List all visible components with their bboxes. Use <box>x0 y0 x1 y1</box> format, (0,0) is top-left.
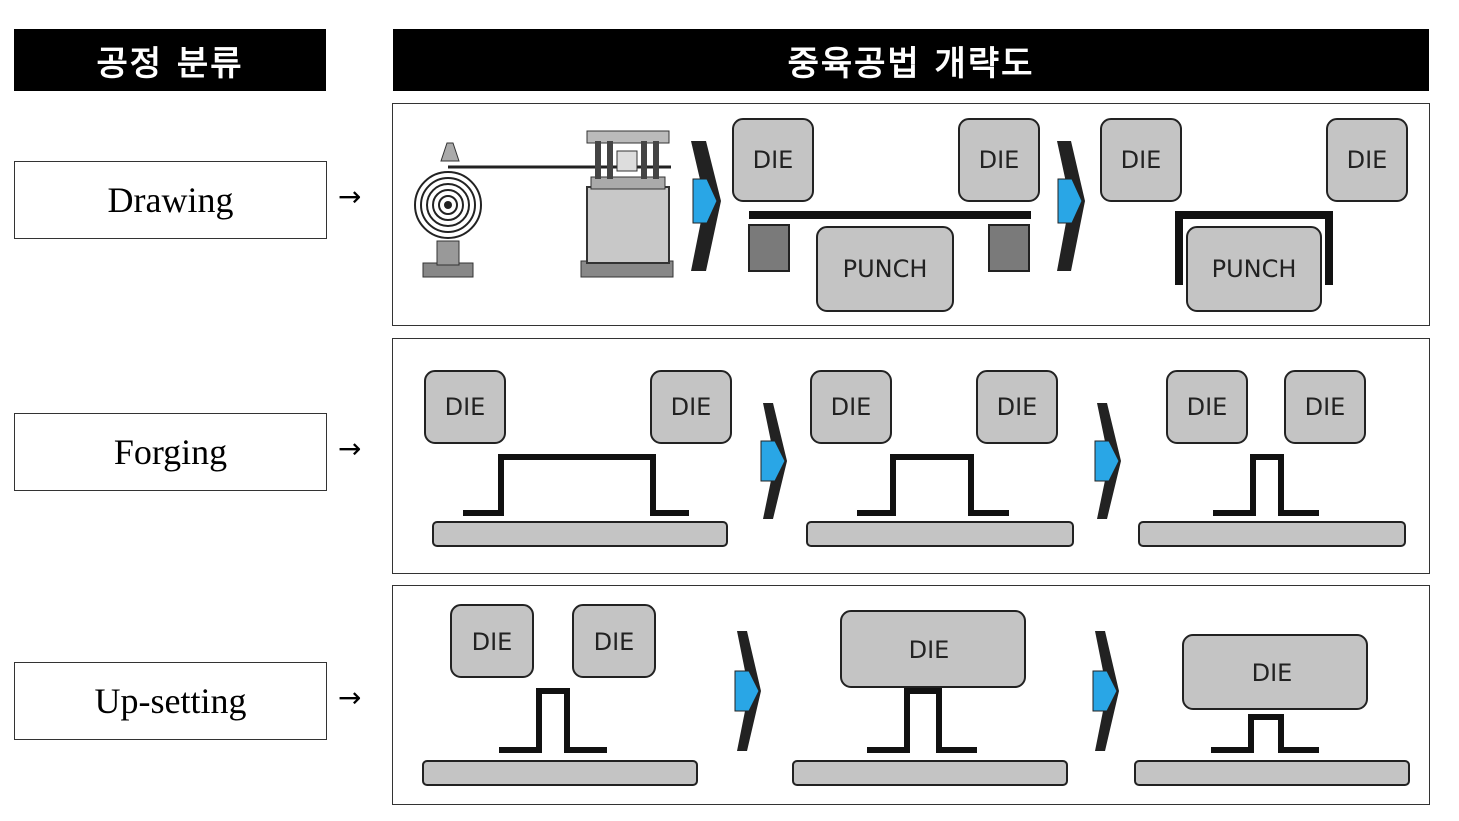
punch-block <box>1186 226 1322 312</box>
process-arrow-icon <box>691 141 721 271</box>
die-label: DIE <box>909 636 950 664</box>
base-anvil <box>432 521 728 547</box>
drawing-stage-1: DIE DIE PUNCH <box>732 118 1040 312</box>
die-label: DIE <box>1187 393 1228 421</box>
panel-forging: DIE DIE DIE DIE DIE DIE <box>392 338 1430 574</box>
die-block <box>1326 118 1408 202</box>
header-schematic: 중육공법 개략도 <box>393 29 1429 91</box>
row-label-forging: Forging <box>14 413 327 491</box>
die-block <box>1100 118 1182 202</box>
support-block <box>988 224 1030 272</box>
wire-spool-icon <box>414 142 482 278</box>
die-block <box>1284 370 1366 444</box>
row-label-drawing: Drawing <box>14 161 327 239</box>
die-block <box>650 370 732 444</box>
drawing-stage-2: DIE DIE PUNCH <box>1100 118 1408 312</box>
die-label: DIE <box>979 146 1020 174</box>
punch-label: PUNCH <box>843 255 928 283</box>
workpiece-cup <box>1175 211 1333 285</box>
base-anvil <box>422 760 698 786</box>
panel-upsetting: DIE DIE DIE DIE <box>392 585 1430 805</box>
die-label: DIE <box>472 628 513 656</box>
upsetting-stage-1: DIE DIE <box>422 604 698 786</box>
punch-block <box>816 226 954 312</box>
die-block <box>1182 634 1368 710</box>
process-arrow-icon <box>734 631 761 751</box>
die-block <box>976 370 1058 444</box>
panel-drawing: DIE DIE PUNCH DIE DIE PUNCH <box>392 103 1430 326</box>
die-block <box>732 118 814 202</box>
forging-stage-2: DIE DIE <box>806 370 1074 547</box>
workpiece-profile <box>499 688 607 753</box>
process-arrow-icon <box>760 403 787 519</box>
upsetting-stage-3: DIE <box>1134 634 1410 786</box>
workpiece-profile <box>857 454 1009 516</box>
die-block <box>450 604 534 678</box>
base-anvil <box>792 760 1068 786</box>
die-block <box>424 370 506 444</box>
die-label: DIE <box>753 146 794 174</box>
row-arrow-upsetting: → <box>338 681 362 714</box>
upsetting-stage-2: DIE <box>792 610 1068 786</box>
workpiece-profile <box>1213 454 1319 516</box>
die-label: DIE <box>671 393 712 421</box>
workpiece-profile <box>463 454 689 516</box>
support-block <box>748 224 790 272</box>
drawing-machine-icon <box>580 130 674 278</box>
workpiece-profile <box>867 688 977 753</box>
die-block <box>840 610 1026 688</box>
die-label: DIE <box>1121 146 1162 174</box>
process-arrow-icon <box>1094 403 1121 519</box>
base-anvil <box>806 521 1074 547</box>
workpiece-profile <box>1211 714 1319 753</box>
die-label: DIE <box>831 393 872 421</box>
die-label: DIE <box>445 393 486 421</box>
row-arrow-forging: → <box>338 432 362 465</box>
die-block <box>958 118 1040 202</box>
punch-label: PUNCH <box>1212 255 1297 283</box>
workpiece-sheet <box>749 211 1031 219</box>
row-label-upsetting: Up-setting <box>14 662 327 740</box>
die-label: DIE <box>1252 659 1293 687</box>
die-block <box>810 370 892 444</box>
header-process-classification: 공정 분류 <box>14 29 326 91</box>
base-anvil <box>1138 521 1406 547</box>
die-label: DIE <box>1305 393 1346 421</box>
die-block <box>572 604 656 678</box>
die-label: DIE <box>594 628 635 656</box>
base-anvil <box>1134 760 1410 786</box>
die-block <box>1166 370 1248 444</box>
die-label: DIE <box>997 393 1038 421</box>
row-arrow-drawing: → <box>338 180 362 213</box>
die-label: DIE <box>1347 146 1388 174</box>
process-arrow-icon <box>1057 141 1085 271</box>
forging-stage-3: DIE DIE <box>1138 370 1406 547</box>
forging-stage-1: DIE DIE <box>424 370 732 547</box>
process-arrow-icon <box>1092 631 1119 751</box>
